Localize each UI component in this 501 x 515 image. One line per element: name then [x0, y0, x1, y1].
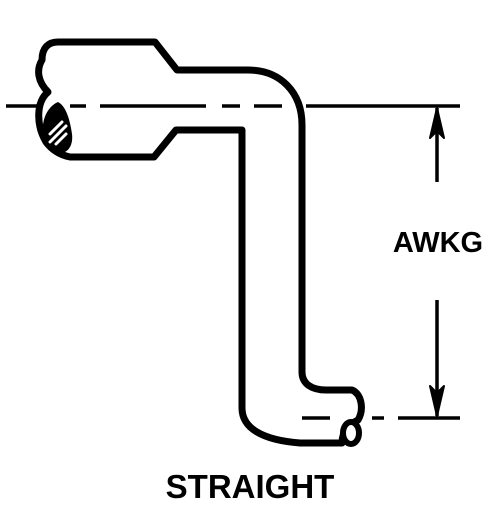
- cut-end-ellipse: [340, 419, 362, 447]
- dimension-label: AWKG: [393, 227, 483, 259]
- dimension-arrow-down-icon: [429, 385, 445, 417]
- diagram-caption: STRAIGHT: [166, 468, 335, 505]
- break-hatch-lines: [48, 120, 68, 146]
- dimension-arrow-up-icon: [429, 107, 445, 139]
- part-outline: [35, 38, 365, 447]
